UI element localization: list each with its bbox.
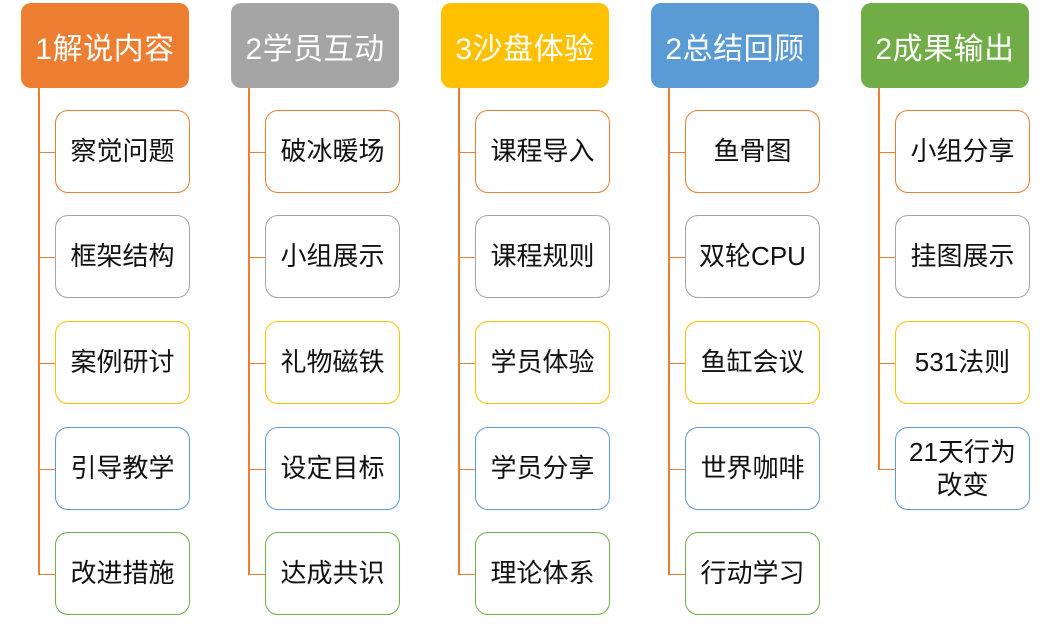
child-node: 世界咖啡 (685, 427, 820, 510)
child-node: 破冰暖场 (265, 110, 400, 193)
connector-stub (38, 468, 55, 471)
child-node: 双轮CPU (685, 215, 820, 298)
connector-line (878, 86, 880, 470)
child-node: 引导教学 (55, 427, 190, 510)
connector-stub (458, 256, 475, 259)
column-header: 1解说内容 (21, 3, 189, 88)
child-node: 小组展示 (265, 215, 400, 298)
connector-stub (878, 362, 895, 365)
connector-stub (248, 573, 265, 576)
connector-stub (248, 362, 265, 365)
child-node: 课程导入 (475, 110, 610, 193)
connector-stub (458, 573, 475, 576)
connector-line (458, 86, 460, 575)
connector-stub (38, 573, 55, 576)
child-node: 改进措施 (55, 532, 190, 615)
connector-stub (38, 151, 55, 154)
child-node: 案例研讨 (55, 321, 190, 404)
child-node: 礼物磁铁 (265, 321, 400, 404)
child-node: 设定目标 (265, 427, 400, 510)
connector-stub (458, 362, 475, 365)
child-node: 学员分享 (475, 427, 610, 510)
connector-stub (458, 468, 475, 471)
column-header: 2学员互动 (231, 3, 399, 88)
child-node: 21天行为改变 (895, 427, 1030, 510)
child-node: 达成共识 (265, 532, 400, 615)
child-node: 行动学习 (685, 532, 820, 615)
connector-stub (248, 468, 265, 471)
connector-line (668, 86, 670, 575)
connector-stub (878, 256, 895, 259)
connector-stub (668, 468, 685, 471)
child-node: 鱼骨图 (685, 110, 820, 193)
connector-stub (248, 151, 265, 154)
connector-stub (248, 256, 265, 259)
connector-stub (668, 573, 685, 576)
child-node: 框架结构 (55, 215, 190, 298)
connector-stub (668, 362, 685, 365)
column-header: 3沙盘体验 (441, 3, 609, 88)
connector-stub (668, 151, 685, 154)
child-node: 小组分享 (895, 110, 1030, 193)
child-node: 察觉问题 (55, 110, 190, 193)
child-node: 鱼缸会议 (685, 321, 820, 404)
child-node: 学员体验 (475, 321, 610, 404)
column-header: 2总结回顾 (651, 3, 819, 88)
child-node: 531法则 (895, 321, 1030, 404)
child-node: 课程规则 (475, 215, 610, 298)
connector-stub (878, 151, 895, 154)
connector-line (248, 86, 250, 575)
connector-stub (458, 151, 475, 154)
column-header: 2成果输出 (861, 3, 1029, 88)
connector-stub (38, 256, 55, 259)
connector-stub (38, 362, 55, 365)
connector-stub (668, 256, 685, 259)
connector-line (38, 86, 40, 575)
child-node: 理论体系 (475, 532, 610, 615)
child-node: 挂图展示 (895, 215, 1030, 298)
connector-stub (878, 468, 895, 471)
